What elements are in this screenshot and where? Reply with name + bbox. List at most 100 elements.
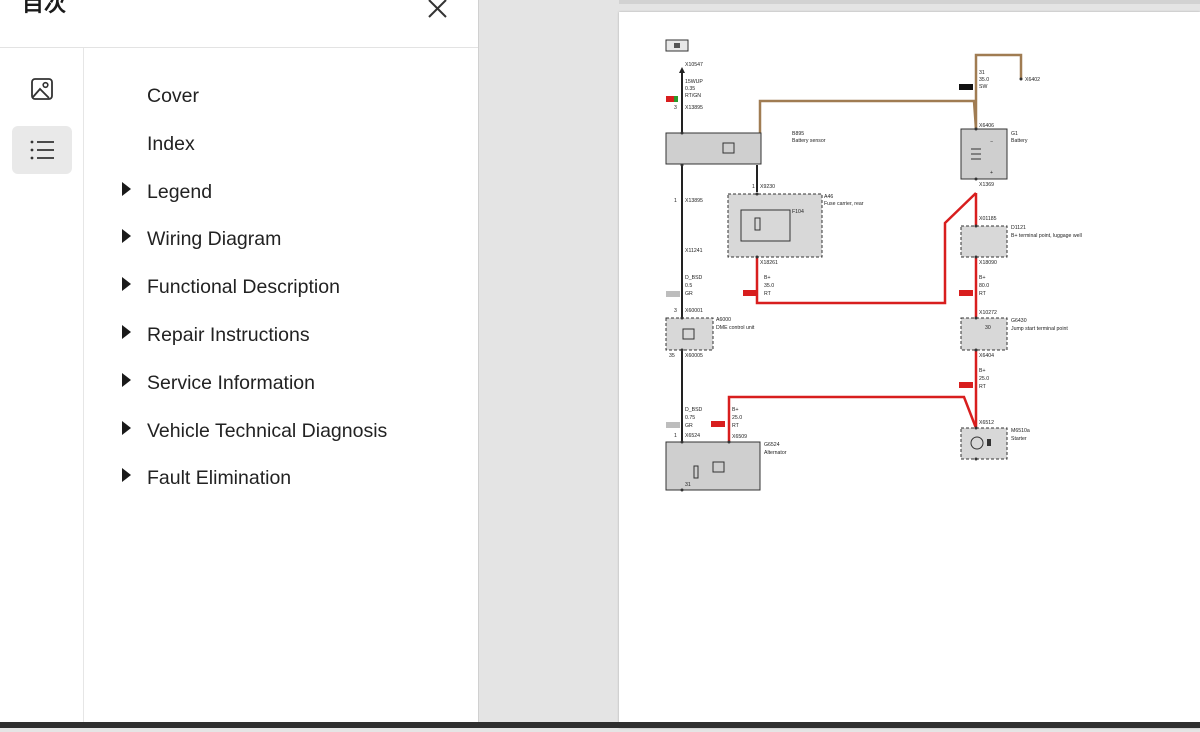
- label: B+: [764, 275, 771, 281]
- label: X6402: [1025, 77, 1040, 83]
- label: X10272: [979, 310, 997, 316]
- connector-black-icon: [959, 84, 973, 90]
- connector-green-icon: [674, 96, 678, 102]
- toc-item-label: Repair Instructions: [147, 323, 310, 346]
- toc-item-cover[interactable]: Cover: [84, 75, 478, 123]
- label: X1369: [979, 182, 994, 188]
- connector-red-icon: [743, 290, 757, 296]
- label: X9230: [760, 184, 775, 190]
- label: X01185: [979, 216, 997, 222]
- battery-plus-label: +: [990, 170, 993, 176]
- expand-arrow-icon[interactable]: [122, 372, 131, 387]
- label: G6524: [764, 442, 780, 448]
- label: 25.0: [732, 415, 742, 421]
- label: 3: [674, 105, 677, 111]
- label: F104: [792, 209, 804, 215]
- toc-list: Cover Index Legend Wiring Diagram Functi…: [84, 75, 478, 505]
- toc-item-legend[interactable]: Legend: [84, 171, 478, 219]
- label: A6000: [716, 317, 731, 323]
- label: D_BSD: [685, 275, 703, 281]
- label: 35.0: [764, 283, 774, 289]
- expand-arrow-icon[interactable]: [122, 420, 131, 435]
- label: X13895: [685, 105, 703, 111]
- wiring-diagram: X10547 15WUP 0.35 RT/GN 3 X13895 B895 Ba…: [665, 39, 1082, 492]
- label: 31: [979, 70, 985, 76]
- label: 1: [674, 433, 677, 439]
- label: SW: [979, 84, 987, 90]
- toc-item-label: Fault Elimination: [147, 467, 292, 490]
- expand-arrow-icon[interactable]: [122, 277, 131, 292]
- close-button[interactable]: [424, 0, 454, 22]
- battery-minus-label: −: [990, 139, 993, 145]
- label: Battery: [1011, 138, 1028, 144]
- window-bottom-edge: [0, 722, 1200, 728]
- label: 31: [685, 482, 691, 488]
- outline-button[interactable]: [12, 126, 72, 174]
- label: G1: [1011, 131, 1018, 137]
- dme-control-unit-box: [665, 317, 714, 351]
- panel-title: 目次: [22, 0, 67, 17]
- battery-box: [960, 128, 1008, 180]
- expand-arrow-icon[interactable]: [122, 468, 131, 483]
- label: A46: [824, 194, 833, 200]
- label: D_BSD: [685, 407, 703, 413]
- label: X18261: [760, 260, 778, 266]
- label: RT/GN: [685, 93, 701, 99]
- label: 35: [669, 353, 675, 359]
- label: RT: [764, 291, 772, 297]
- label: M6510a: [1011, 428, 1030, 434]
- toc-item-functional-description[interactable]: Functional Description: [84, 266, 478, 314]
- label: DME control unit: [716, 325, 755, 331]
- label: 1: [752, 184, 755, 190]
- close-icon: [428, 0, 447, 18]
- toc-item-label: Legend: [147, 180, 213, 203]
- label: X13895: [685, 198, 703, 204]
- toc-item-vehicle-technical-diagnosis[interactable]: Vehicle Technical Diagnosis: [84, 410, 478, 458]
- label: X6524: [685, 433, 700, 439]
- label: B+ terminal point, luggage well: [1011, 233, 1082, 239]
- battery-sensor-box: [665, 132, 762, 165]
- jump-start-box: [960, 317, 1008, 351]
- label: 0.5: [685, 283, 692, 289]
- label: X60001: [685, 308, 703, 314]
- toc-item-label: Cover: [147, 85, 200, 107]
- connector-gray-icon: [666, 422, 680, 428]
- label: X18090: [979, 260, 997, 266]
- label: X6406: [979, 123, 994, 129]
- toc-item-service-information[interactable]: Service Information: [84, 362, 478, 410]
- label: RT: [979, 384, 987, 390]
- expand-arrow-icon[interactable]: [122, 324, 131, 339]
- expand-arrow-icon[interactable]: [122, 229, 131, 244]
- toc-item-repair-instructions[interactable]: Repair Instructions: [84, 314, 478, 362]
- connector-red-icon: [666, 96, 674, 102]
- connector-red-icon: [711, 421, 725, 427]
- toc-item-index[interactable]: Index: [84, 123, 478, 171]
- label: 80.0: [979, 283, 989, 289]
- expand-arrow-icon[interactable]: [122, 181, 131, 196]
- toc-item-label: Vehicle Technical Diagnosis: [147, 419, 388, 442]
- toc-item-label: Functional Description: [147, 276, 340, 299]
- bplus-terminal-box: [960, 225, 1008, 258]
- toc-item-wiring-diagram[interactable]: Wiring Diagram: [84, 218, 478, 266]
- label: 35.0: [979, 77, 989, 83]
- previous-page-edge: [619, 0, 1200, 4]
- label: Fuse carrier, rear: [824, 201, 864, 207]
- toc-item-label: Service Information: [147, 371, 315, 394]
- thumbnails-button[interactable]: [12, 65, 72, 113]
- red-power-wires: [727, 192, 978, 442]
- label: GR: [685, 291, 693, 297]
- label: 3: [674, 308, 677, 314]
- label: RT: [979, 291, 987, 297]
- document-viewer[interactable]: X10547 15WUP 0.35 RT/GN 3 X13895 B895 Ba…: [479, 0, 1200, 728]
- document-page: X10547 15WUP 0.35 RT/GN 3 X13895 B895 Ba…: [619, 12, 1200, 728]
- label: Starter: [1011, 436, 1027, 442]
- label: B+: [732, 407, 739, 413]
- toc-item-fault-elimination[interactable]: Fault Elimination: [84, 457, 478, 505]
- fuse-carrier-box: [727, 193, 823, 258]
- image-icon: [31, 78, 53, 100]
- label: X6509: [732, 434, 747, 440]
- label: X60005: [685, 353, 703, 359]
- black-signal-wires: [681, 72, 758, 442]
- label: X10547: [685, 62, 703, 68]
- starter-box: [960, 427, 1008, 460]
